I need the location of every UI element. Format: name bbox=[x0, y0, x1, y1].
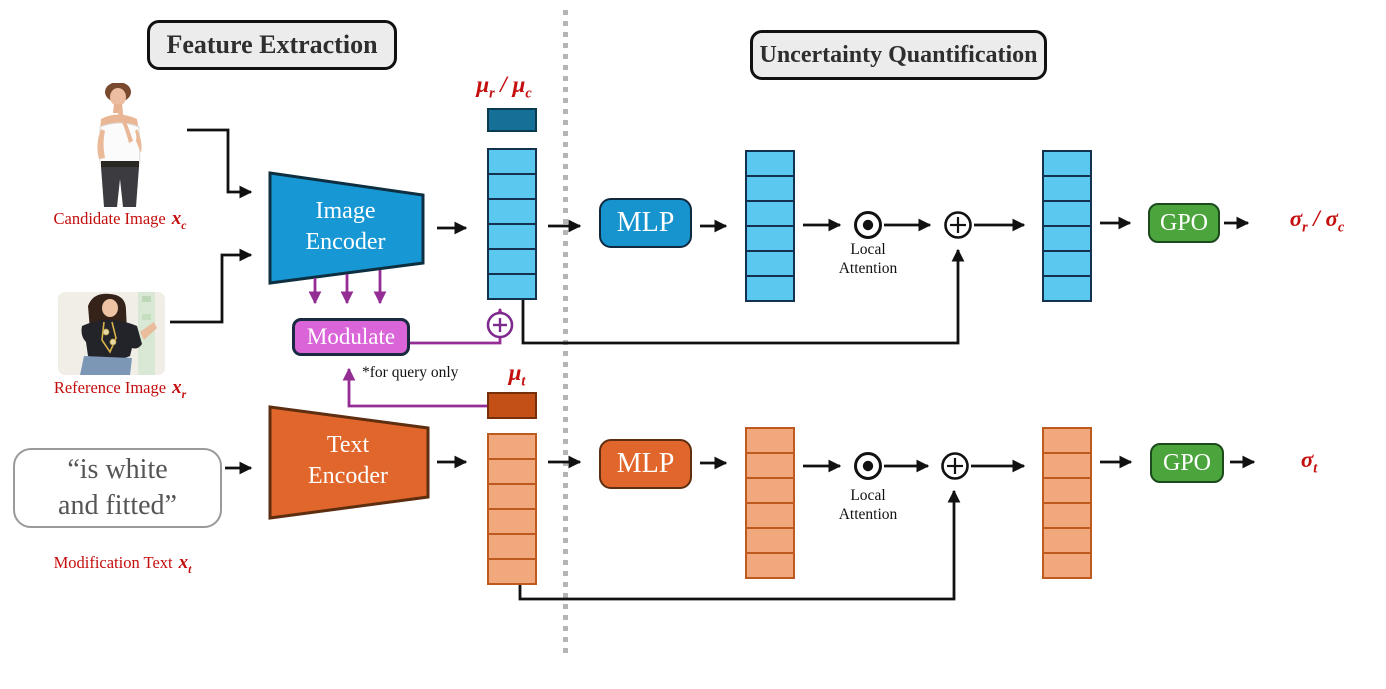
modification-label-text: Modification Text bbox=[53, 553, 173, 572]
vector-cell bbox=[487, 247, 537, 276]
vector-cell bbox=[1042, 451, 1092, 480]
vector-cell bbox=[745, 526, 795, 555]
vector-cell bbox=[745, 199, 795, 228]
text-mlp-output-stack bbox=[745, 427, 795, 580]
modulate-sum-icon bbox=[486, 311, 514, 339]
text-encoder-label: Text Encoder bbox=[308, 432, 388, 489]
gpo-image-node: GPO bbox=[1148, 203, 1220, 243]
vector-cell bbox=[745, 551, 795, 580]
elementwise-sum-text-icon bbox=[941, 452, 969, 480]
vector-cell bbox=[745, 274, 795, 303]
arrow-reference-to-image-encoder bbox=[170, 248, 253, 324]
arrow-candidate-to-image-encoder bbox=[187, 128, 253, 199]
vector-cell bbox=[487, 148, 537, 176]
vector-cell bbox=[1042, 150, 1092, 178]
vector-cell bbox=[1042, 249, 1092, 278]
vector-cell bbox=[745, 249, 795, 278]
arrow-mu-text-to-modulate bbox=[342, 367, 487, 408]
vector-cell bbox=[1042, 199, 1092, 228]
vector-cell bbox=[745, 476, 795, 505]
vector-cell bbox=[1042, 427, 1092, 455]
hadamard-product-image-icon bbox=[854, 211, 882, 239]
vector-cell bbox=[745, 224, 795, 253]
image-feature-stack bbox=[487, 148, 537, 301]
text-mu-slot bbox=[487, 392, 537, 419]
local-attention-text-label: Local Attention bbox=[838, 487, 898, 523]
vector-cell bbox=[1042, 476, 1092, 505]
vector-cell bbox=[1042, 501, 1092, 530]
vector-cell bbox=[1042, 274, 1092, 303]
modification-text-line2: and fitted” bbox=[58, 490, 177, 521]
modification-text-box: “is white and fitted” bbox=[13, 448, 222, 528]
image-mu-slot bbox=[487, 108, 537, 132]
feature-extraction-title-text: Feature Extraction bbox=[166, 30, 378, 59]
skip-connection-text-feature bbox=[518, 489, 961, 601]
vector-cell bbox=[487, 172, 537, 201]
section-title-feature-extraction: Feature Extraction bbox=[147, 20, 397, 70]
modulate-label-text: Modulate bbox=[306, 324, 396, 349]
skip-connection-image-feature bbox=[521, 248, 965, 345]
vector-cell bbox=[1042, 174, 1092, 203]
mlp-image-node: MLP bbox=[599, 198, 692, 248]
vector-cell bbox=[745, 150, 795, 178]
vector-cell bbox=[487, 482, 537, 511]
text-feature-stack bbox=[487, 433, 537, 586]
vector-cell bbox=[487, 197, 537, 226]
mu-image-label: μr / μc bbox=[476, 72, 532, 102]
vector-cell bbox=[745, 174, 795, 203]
image-encoder-shape bbox=[268, 171, 425, 285]
vector-cell bbox=[487, 557, 537, 586]
mlp-text-node: MLP bbox=[599, 439, 692, 489]
local-attention-image-label: Local Attention bbox=[838, 241, 898, 277]
reference-image-photo bbox=[58, 292, 165, 375]
text-encoder-shape bbox=[268, 405, 430, 520]
mu-text-label: μt bbox=[508, 360, 526, 390]
modulate-node: Modulate bbox=[292, 318, 410, 356]
vector-cell bbox=[1042, 526, 1092, 555]
uncertainty-quantification-title-text: Uncertainty Quantification bbox=[759, 41, 1038, 68]
vector-cell bbox=[745, 427, 795, 455]
vector-cell bbox=[487, 457, 537, 486]
section-divider-dashed-line bbox=[563, 10, 568, 655]
vector-cell bbox=[745, 451, 795, 480]
image-fused-stack bbox=[1042, 150, 1092, 303]
image-encoder-label: Image Encoder bbox=[305, 198, 386, 255]
vector-cell bbox=[487, 433, 537, 461]
vector-cell bbox=[1042, 224, 1092, 253]
vector-cell bbox=[487, 507, 537, 536]
sigma-text-label: σt bbox=[1300, 447, 1318, 477]
line-modulate-to-sum bbox=[410, 338, 502, 345]
vector-cell bbox=[745, 501, 795, 530]
vector-cell bbox=[1042, 551, 1092, 580]
candidate-label-text: Candidate Image bbox=[53, 209, 166, 228]
reference-label-text: Reference Image bbox=[53, 378, 167, 397]
for-query-only-note: *for query only bbox=[362, 364, 459, 381]
vector-cell bbox=[487, 272, 537, 301]
hadamard-product-text-icon bbox=[854, 452, 882, 480]
text-fused-stack bbox=[1042, 427, 1092, 580]
section-title-uncertainty-quantification: Uncertainty Quantification bbox=[750, 30, 1047, 80]
sigma-image-label: σr / σc bbox=[1289, 206, 1345, 236]
gpo-text-node: GPO bbox=[1150, 443, 1224, 483]
image-mlp-output-stack bbox=[745, 150, 795, 303]
candidate-image-photo bbox=[87, 83, 153, 207]
elementwise-sum-image-icon bbox=[944, 211, 972, 239]
vector-cell bbox=[487, 532, 537, 561]
modification-text-line1: “is white bbox=[67, 454, 168, 485]
vector-cell bbox=[487, 222, 537, 251]
